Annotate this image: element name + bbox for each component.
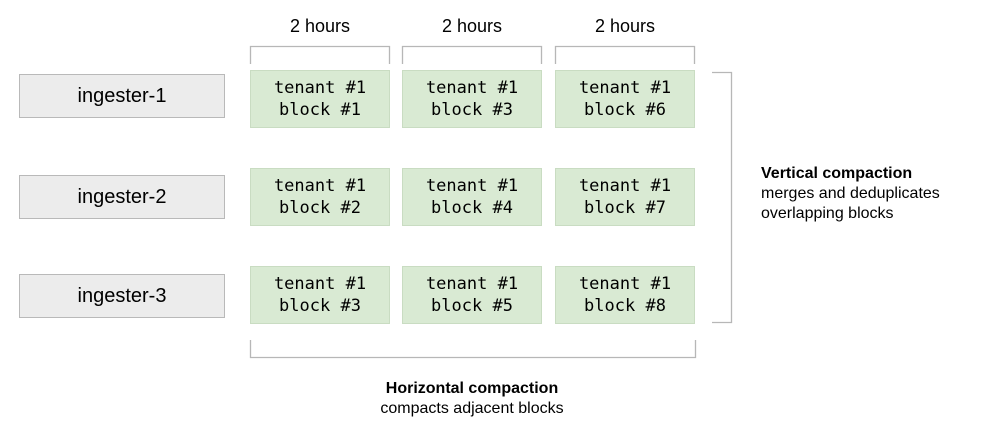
ingester-box-1: ingester-1 <box>19 74 225 118</box>
horizontal-compaction-title: Horizontal compaction <box>385 380 559 397</box>
horizontal-compaction-caption: Horizontal compaction compacts adjacent … <box>322 379 622 419</box>
block-tenant-label: tenant #1 <box>578 176 672 196</box>
column-header-3: 2 hours <box>594 16 656 36</box>
block-id-label: block #3 <box>279 296 361 316</box>
column-bracket-3 <box>554 45 696 64</box>
block-r1-c2: tenant #1 block #3 <box>402 70 542 128</box>
block-id-label: block #2 <box>279 198 361 218</box>
block-tenant-label: tenant #1 <box>273 176 367 196</box>
block-tenant-label: tenant #1 <box>273 274 367 294</box>
block-id-label: block #4 <box>431 198 513 218</box>
vertical-compaction-line-1: merges and deduplicates <box>761 185 940 202</box>
column-bracket-1 <box>249 45 391 64</box>
column-header-1: 2 hours <box>289 16 351 36</box>
block-tenant-label: tenant #1 <box>425 274 519 294</box>
horizontal-compaction-bracket <box>249 340 697 359</box>
block-r1-c1: tenant #1 block #1 <box>250 70 390 128</box>
vertical-compaction-line-2: overlapping blocks <box>761 205 894 222</box>
block-id-label: block #8 <box>584 296 666 316</box>
block-id-label: block #6 <box>584 100 666 120</box>
block-r2-c3: tenant #1 block #7 <box>555 168 695 226</box>
block-r2-c2: tenant #1 block #4 <box>402 168 542 226</box>
column-bracket-2 <box>401 45 543 64</box>
block-tenant-label: tenant #1 <box>273 78 367 98</box>
vertical-compaction-title: Vertical compaction <box>761 165 913 182</box>
column-header-2: 2 hours <box>441 16 503 36</box>
block-id-label: block #5 <box>431 296 513 316</box>
block-r3-c1: tenant #1 block #3 <box>250 266 390 324</box>
block-r3-c2: tenant #1 block #5 <box>402 266 542 324</box>
block-r1-c3: tenant #1 block #6 <box>555 70 695 128</box>
block-r3-c3: tenant #1 block #8 <box>555 266 695 324</box>
ingester-box-3: ingester-3 <box>19 274 225 318</box>
vertical-compaction-caption: Vertical compaction merges and deduplica… <box>761 164 986 224</box>
block-tenant-label: tenant #1 <box>425 176 519 196</box>
block-id-label: block #3 <box>431 100 513 120</box>
block-id-label: block #1 <box>279 100 361 120</box>
block-tenant-label: tenant #1 <box>425 78 519 98</box>
block-tenant-label: tenant #1 <box>578 78 672 98</box>
ingester-box-2: ingester-2 <box>19 175 225 219</box>
block-id-label: block #7 <box>584 198 666 218</box>
horizontal-compaction-line-1: compacts adjacent blocks <box>380 400 564 417</box>
block-tenant-label: tenant #1 <box>578 274 672 294</box>
block-r2-c1: tenant #1 block #2 <box>250 168 390 226</box>
vertical-compaction-bracket <box>712 71 733 324</box>
